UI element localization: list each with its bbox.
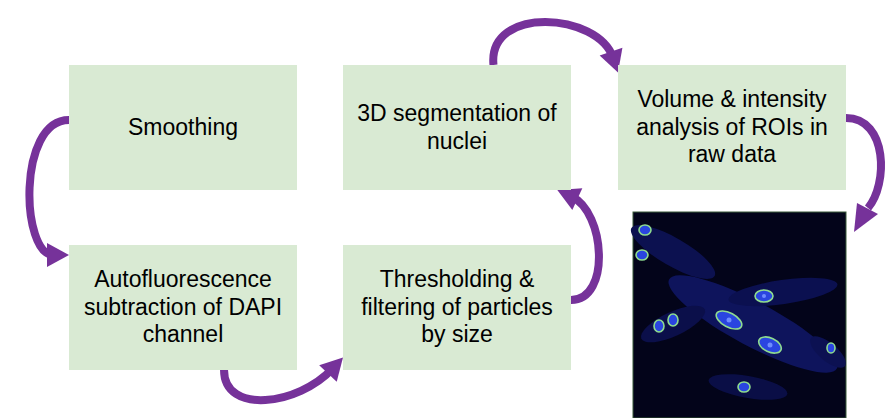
box-label: Autofluorescence subtraction of DAPI cha… — [81, 266, 285, 349]
process-box: 3D segmentation of nuclei — [343, 65, 571, 190]
box-label: Volume & intensity analysis of ROIs in r… — [626, 86, 838, 169]
box-label: Thresholding & filtering of particles by… — [355, 266, 559, 349]
arrow-line — [224, 369, 332, 400]
text-group: Volume & intensity analysis of ROIs in r… — [626, 86, 838, 169]
text-group: Autofluorescence subtraction of DAPI cha… — [81, 266, 285, 349]
process-box: Thresholding & filtering of particles by… — [343, 245, 571, 370]
text-group: 3D segmentation of nuclei — [355, 100, 559, 155]
microscopy-image — [624, 212, 850, 418]
process-box: Smoothing — [69, 65, 297, 190]
arrow-line — [493, 22, 613, 65]
text-group: Thresholding & filtering of particles by… — [355, 266, 559, 349]
arrow-head — [47, 243, 69, 267]
arrow-line — [571, 196, 599, 300]
flow-arrow — [29, 120, 69, 267]
box-label: Smoothing — [128, 114, 238, 142]
process-box: Volume & intensity analysis of ROIs in r… — [618, 65, 846, 190]
arrow-head — [319, 358, 343, 382]
flow-arrow-to-image — [846, 118, 881, 232]
text-group: Smoothing — [128, 114, 238, 142]
arrow-line — [29, 120, 69, 255]
arrow-head — [557, 188, 582, 210]
box-label: 3D segmentation of nuclei — [355, 100, 559, 155]
process-box: Autofluorescence subtraction of DAPI cha… — [69, 245, 297, 370]
